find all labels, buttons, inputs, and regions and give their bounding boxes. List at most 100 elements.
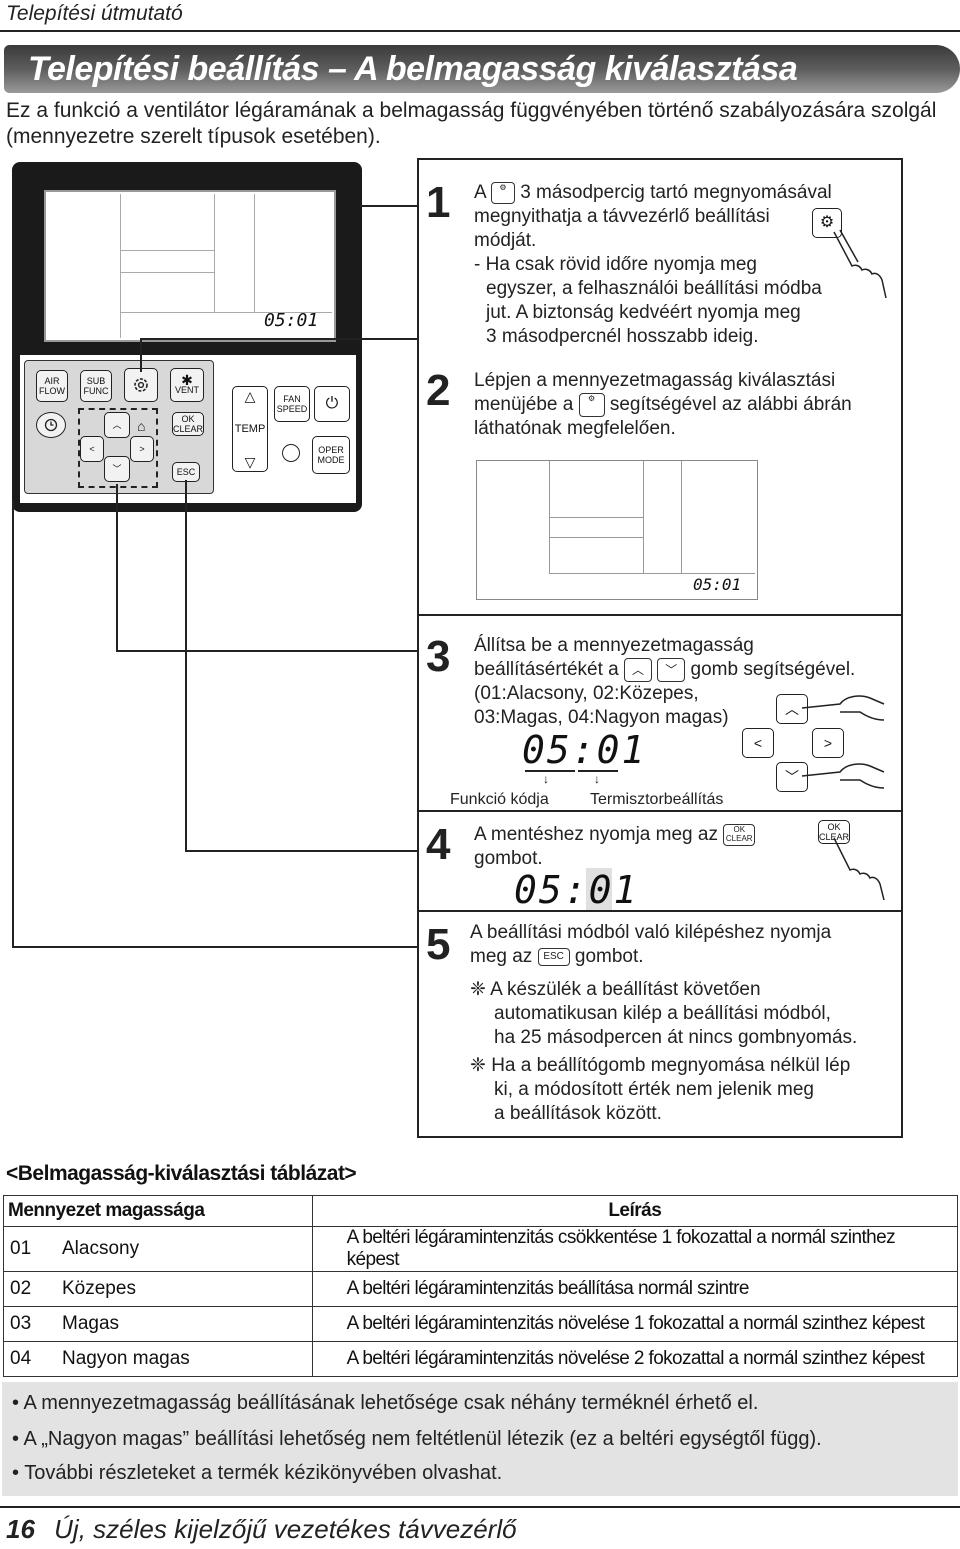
notes-box: • A mennyezetmagasság beállításának lehe… (2, 1382, 958, 1496)
sub-func-button[interactable]: SUB FUNC (80, 370, 112, 402)
up-button[interactable]: ︿ (104, 412, 130, 438)
oper-mode-button[interactable]: OPER MODE (312, 436, 350, 474)
indicator-button[interactable] (282, 444, 300, 462)
step-2-line-1: Lépjen a mennyezetmagasság kiválasztási (474, 370, 836, 391)
table-cell-code: 04 (3, 1341, 56, 1377)
note-item: • További részleteket a termék kézikönyv… (12, 1462, 503, 1484)
step-3-line-3: (01:Alacsony, 02:Közepes, (474, 683, 699, 704)
air-flow-button[interactable]: AIR FLOW (36, 370, 68, 402)
left-button[interactable]: < (80, 436, 104, 462)
note-item: • A „Nagyon magas” beállítási lehetőség … (12, 1428, 822, 1450)
page-title: Telepítési beállítás – A belmagasság kiv… (28, 50, 798, 88)
gear-icon: ⚙ (490, 181, 515, 204)
chevron-down-icon: ﹀ (785, 769, 799, 785)
gear-icon: ⚙ (578, 393, 605, 417)
table-cell-description: A beltéri légáramintenzitás beállítása n… (311, 1271, 959, 1307)
step-1-line-1: A ⚙ 3 másodpercig tartó megnyomásával (474, 181, 832, 204)
pointing-hand-icon (801, 695, 885, 721)
wire-step3 (116, 484, 420, 652)
right-button[interactable]: > (130, 436, 154, 462)
step-1-line-3: módját. (474, 230, 537, 251)
step-1-number: 1 (426, 178, 451, 227)
step-3-line-1: Állítsa be a mennyezetmagasság (474, 635, 754, 656)
step-5-note-2-line-1: ❈ Ha a beállítógomb megnyomása nélkül lé… (470, 1055, 851, 1076)
esc-button[interactable]: ESC (172, 462, 200, 482)
wire-step2 (140, 338, 420, 372)
pointing-hand-icon (801, 763, 885, 789)
step-1-line-7: 3 másodpercnél hosszabb ideig. (486, 326, 759, 347)
chevron-down-icon: ﹀ (657, 658, 686, 682)
thermistor-label: Termisztorbeállítás (590, 791, 724, 808)
step-5-line-1: A beállítási módból való kilépéshez nyom… (470, 922, 832, 943)
table-cell-code: 01 (3, 1226, 56, 1272)
table-title: <Belmagasság-kiválasztási táblázat> (6, 1162, 357, 1185)
step-5-note-1-line-2: automatikusan kilép a beállítási módból, (494, 1003, 831, 1024)
gear-icon (134, 378, 148, 392)
temp-rocker[interactable]: △ TEMP ▽ (232, 386, 268, 472)
fan-speed-button[interactable]: FAN SPEED (274, 386, 310, 422)
steps-box-upper (417, 158, 903, 616)
step-divider-5 (417, 910, 901, 912)
step-5-number: 5 (426, 920, 451, 969)
step-2-lcd: 05:01 (476, 460, 758, 600)
arrow-down-icon: ↓ (594, 772, 600, 786)
settings-button[interactable] (124, 368, 158, 402)
table-cell-level: Alacsony (56, 1226, 313, 1272)
note-item: • A mennyezetmagasság beállításának lehe… (12, 1392, 759, 1414)
vent-button[interactable]: ✱ VENT (170, 368, 204, 402)
step-4-display: 05:01 (514, 868, 639, 912)
step-1-line-5: egyszer, a felhasználói beállítási módba (486, 278, 822, 299)
step-2-line-3: láthatónak megfelelően. (474, 418, 676, 439)
power-icon: ⏻ (325, 395, 339, 412)
page-number: 16 (6, 1514, 35, 1544)
step-3-line-2: beállításértékét a ︿ ﹀ gomb segítségével… (474, 658, 856, 682)
left-key-illustration: < (742, 728, 774, 758)
step-3-display: 05:01 (522, 728, 647, 772)
thermistor-bracket (578, 770, 618, 772)
step-4-line-2: gombot. (474, 848, 543, 869)
asterisk-icon: ❈ (470, 979, 486, 1000)
up-key-illustration: ︿ (776, 694, 808, 724)
triangle-down-icon: ▽ (244, 454, 256, 470)
function-code-label: Funkció kódja (450, 791, 549, 808)
table-row: 02 Közepes A beltéri légáramintenzitás b… (3, 1271, 959, 1307)
step-5-line-2: meg az ESC gombot. (470, 946, 644, 967)
ok-clear-button[interactable]: OK CLEAR (172, 412, 204, 436)
intro-paragraph: Ez a funkció a ventilátor légáramának a … (6, 99, 937, 148)
down-key-illustration: ﹀ (776, 762, 808, 792)
fan-icon: ✱ (181, 372, 193, 388)
chevron-up-icon: ︿ (785, 701, 799, 717)
pressing-hand-icon (833, 229, 887, 299)
table-cell-description: A beltéri légáramintenzitás növelése 1 f… (311, 1306, 959, 1342)
step-1-line-6: jut. A biztonság kedvéért nyomja meg (486, 302, 801, 323)
step-5-note-2-line-3: a beállítások között. (494, 1103, 662, 1124)
table-header-description: Leírás (311, 1195, 959, 1227)
table-cell-level: Magas (56, 1306, 313, 1342)
triangle-up-icon: △ (244, 388, 256, 404)
function-code-bracket (525, 770, 575, 772)
title-bar (4, 45, 960, 93)
chevron-left-icon: < (89, 444, 95, 454)
timer-button[interactable] (36, 412, 66, 438)
step-3-line-4: 03:Magas, 04:Nagyon magas) (474, 707, 729, 728)
power-button[interactable]: ⏻ (314, 386, 350, 422)
table-row: 04 Nagyon magas A beltéri légáramintenzi… (3, 1341, 959, 1377)
ceiling-height-table: Mennyezet magassága Leírás 01 Alacsony A… (3, 1195, 959, 1377)
navigation-highlight (78, 408, 158, 488)
temp-label: TEMP (234, 423, 266, 435)
footer-title: Új, széles kijelzőjű vezetékes távvezérl… (54, 1514, 517, 1544)
step-2-line-2: menüjébe a ⚙ segítségével az alábbi ábrá… (474, 393, 852, 417)
down-button[interactable]: ﹀ (104, 456, 130, 482)
table-cell-code: 02 (3, 1271, 56, 1307)
footer: 16 Új, széles kijelzőjű vezetékes távvez… (6, 1514, 517, 1545)
remote-lcd: 05:01 (44, 190, 336, 342)
header-rule (0, 30, 960, 32)
step-4-number: 4 (426, 820, 451, 869)
steps-box-lower (417, 614, 903, 1138)
step-5-note-1-line-1: ❈ A készülék a beállítást követően (470, 979, 761, 1000)
clock-icon (44, 418, 58, 432)
step-5-note-2-line-2: ki, a módosított érték nem jelenik meg (494, 1079, 814, 1100)
chevron-right-icon: > (823, 735, 833, 751)
table-cell-level: Nagyon magas (56, 1341, 313, 1377)
